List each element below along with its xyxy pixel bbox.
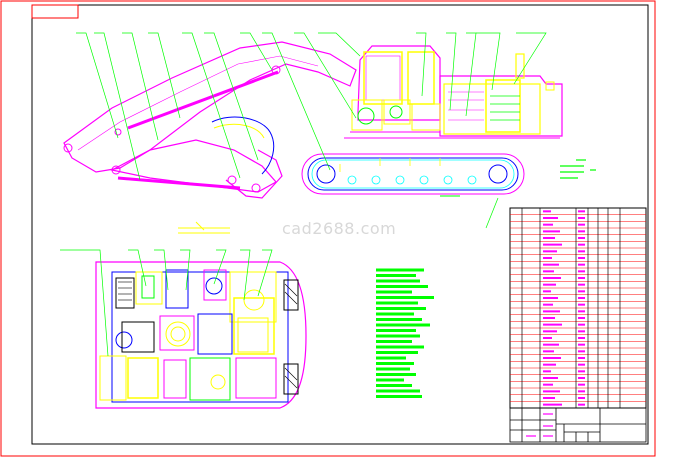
hydraulic-block xyxy=(344,99,560,139)
plan-outline xyxy=(95,261,307,409)
bucket-hose xyxy=(211,116,275,175)
callout-leaders xyxy=(76,32,547,229)
plan-view xyxy=(60,249,307,409)
engine-housing xyxy=(439,53,563,137)
dimension-mark xyxy=(178,221,230,234)
boom xyxy=(63,41,357,173)
side-elevation-view xyxy=(63,32,596,234)
arm-cylinder xyxy=(117,176,241,190)
plan-leaders xyxy=(60,249,273,357)
side-annotation xyxy=(560,159,596,179)
plan-frame xyxy=(111,271,289,403)
inner-border xyxy=(31,4,649,445)
watermark: cad2688.com xyxy=(282,219,397,238)
bucket-hose-2 xyxy=(213,123,265,139)
title-block-marks xyxy=(526,413,553,437)
pins xyxy=(63,65,281,193)
plan-components xyxy=(99,269,299,401)
bucket xyxy=(225,149,283,199)
boom-inner xyxy=(77,55,319,151)
corner-tag xyxy=(31,4,79,19)
boom-cylinder xyxy=(127,70,279,130)
technical-notes xyxy=(376,268,434,398)
track-assembly xyxy=(301,153,525,197)
outer-frame xyxy=(0,0,656,457)
plan-hatching xyxy=(118,281,298,389)
parts-table xyxy=(509,207,647,409)
title-block xyxy=(509,407,647,443)
